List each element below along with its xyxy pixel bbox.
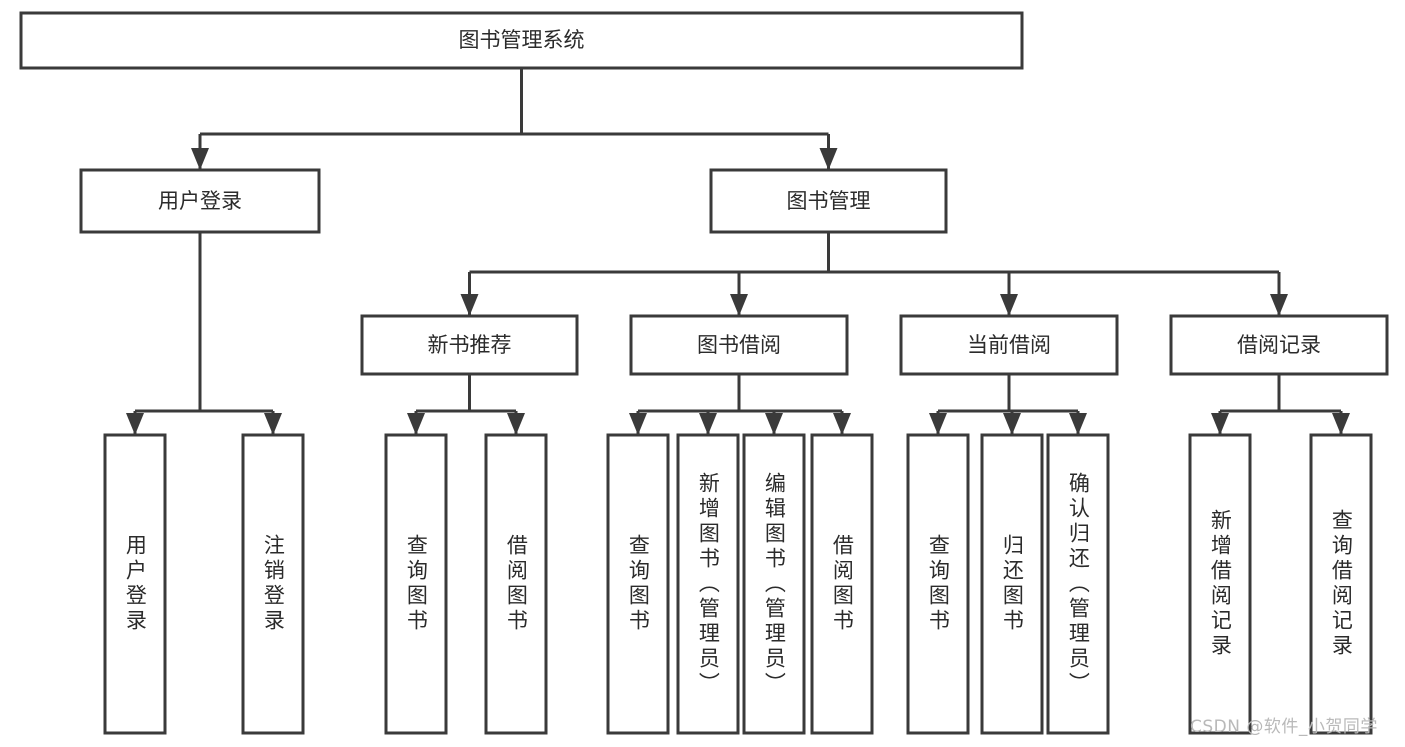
node-box-current-borrow [899,314,1119,376]
node-boxes [19,11,1389,735]
arrow-head-icon-leaf-user-login [126,413,144,435]
arrow-head-icon-leaf-borrow-book-rec [507,413,525,435]
arrow-head-icon-book-manage [819,148,838,170]
arrow-head-icon-leaf-add-book [699,413,717,435]
arrow-head-icon-leaf-add-record [1211,413,1229,435]
node-box-leaf-edit-book [742,433,806,735]
node-box-leaf-return-book [980,433,1044,735]
arrow-head-icon-leaf-confirm-return [1069,413,1087,435]
arrow-head-icon-leaf-return-book [1003,413,1021,435]
node-box-leaf-query-book-cur [906,433,970,735]
node-box-leaf-logout [241,433,305,735]
arrow-head-icon-leaf-query-book-cur [929,413,947,435]
node-box-leaf-confirm-return [1046,433,1110,735]
node-box-leaf-borrow-book [810,433,874,735]
node-box-new-book-recommend [360,314,579,376]
node-box-leaf-query-book-rec [384,433,448,735]
arrow-head-icon-current-borrow [1000,294,1018,316]
node-box-leaf-add-record [1188,433,1252,735]
arrow-head-icon-user-login [191,148,209,170]
arrow-head-icon-leaf-edit-book [765,413,783,435]
watermark-text: CSDN @软件_小贺同学 [1190,717,1378,737]
arrow-head-icon-leaf-logout [264,413,282,435]
node-box-leaf-query-record [1309,433,1373,735]
node-box-leaf-query-book-borrow [606,433,670,735]
arrow-head-icon-leaf-borrow-book [833,413,851,435]
arrow-head-icon-book-borrow [730,294,748,316]
node-box-leaf-borrow-book-rec [484,433,548,735]
arrow-head-icon-leaf-query-book-borrow [629,413,647,435]
arrow-head-icon-leaf-query-book-rec [407,413,425,435]
connector-lines [126,68,1350,435]
node-box-book-manage [709,168,948,234]
arrow-head-icon-new-book-recommend [460,294,479,316]
arrow-head-icon-leaf-query-record [1332,413,1350,435]
node-box-leaf-add-book [676,433,740,735]
node-box-borrow-record [1169,314,1389,376]
arrow-head-icon-borrow-record [1270,294,1288,316]
node-box-leaf-user-login [103,433,167,735]
node-box-root [19,11,1024,70]
node-box-book-borrow [629,314,849,376]
node-box-user-login [79,168,321,234]
